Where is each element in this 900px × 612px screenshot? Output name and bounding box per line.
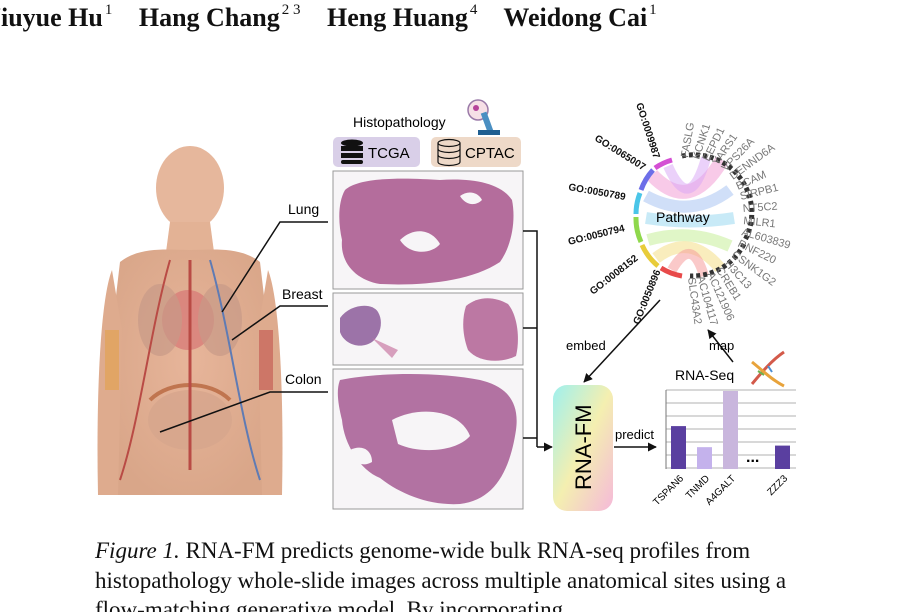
rnaseq-label: RNA-Seq [675, 367, 734, 383]
go-term-label: GO:0009987 [633, 102, 661, 161]
chord-ribbons [643, 156, 735, 278]
model-label: RNA-FM [571, 404, 596, 490]
author-affiliation: 1 [104, 2, 113, 18]
database-icon [437, 138, 461, 167]
organ-leader-lines [159, 221, 328, 433]
rna-fm-model: RNA-FM [553, 385, 613, 511]
bar-label: ZZZ3 [765, 473, 790, 498]
bar-tnmd [697, 447, 712, 469]
dataset-label: CPTAC [465, 145, 515, 162]
embed-label: embed [566, 338, 606, 353]
author-affiliation: 2 3 [281, 2, 301, 18]
embed-arrow [583, 299, 661, 383]
gene-label: NT5C2 [742, 201, 778, 215]
caption-text: RNA-FM predicts genome-wide bulk RNA-seq… [95, 538, 787, 612]
dataset-badge-tcga: TCGA [333, 137, 420, 167]
go-term-label: GO:0065007 [592, 133, 647, 173]
dataset-label: TCGA [368, 145, 410, 162]
go-term-label: GO:0008152 [588, 253, 641, 298]
author-name: Weidong Cai [503, 3, 648, 32]
human-body-illustration [97, 146, 283, 495]
slide-colon [332, 368, 524, 510]
slides-to-model-connector [523, 230, 553, 452]
organ-label-colon: Colon [285, 371, 322, 387]
go-term-arcs [633, 152, 755, 279]
author-affiliation: 4 [469, 2, 478, 18]
author-affiliation: 1 [649, 2, 657, 18]
dna-icon [750, 350, 785, 388]
bar-label: TSPAN6 [651, 473, 686, 508]
author-name: Hang Chang [138, 3, 280, 32]
author: Jiuyue Hu1 [0, 2, 113, 32]
pathway-chord-diagram: Pathway GO:0009987 GO:0065007 GO:0050789… [567, 102, 792, 327]
author-name: Jiuyue Hu [0, 3, 103, 32]
go-term-label: GO:0050789 [567, 182, 626, 203]
slide-lung [332, 170, 524, 290]
go-term-label: GO:0050896 [632, 268, 664, 326]
go-term-label: GO:0050794 [567, 223, 626, 248]
figure-caption: Figure 1. RNA-FM predicts genome-wide bu… [95, 536, 815, 612]
organ-label-breast: Breast [282, 286, 323, 302]
bar-tspan6 [671, 426, 686, 469]
bar-chart-ellipsis: ... [746, 449, 759, 466]
histopathology-label: Histopathology [353, 114, 446, 130]
caption-label: Figure 1. [95, 538, 180, 563]
slide-breast [332, 292, 524, 366]
bar-a4galt [723, 391, 738, 469]
microscope-icon [467, 99, 500, 135]
bar-chart-bars [671, 391, 790, 469]
pathway-center-label: Pathway [656, 209, 710, 225]
map-label: map [709, 338, 734, 353]
author-name: Heng Huang [327, 3, 468, 32]
predict-label: predict [615, 427, 654, 442]
dataset-badge-cptac: CPTAC [431, 137, 521, 167]
map-arrow [707, 329, 734, 363]
gene-label: MILR1 [743, 215, 776, 230]
organ-label-lung: Lung [288, 201, 319, 217]
database-icon [341, 139, 363, 164]
bar-zzz3 [775, 445, 790, 469]
